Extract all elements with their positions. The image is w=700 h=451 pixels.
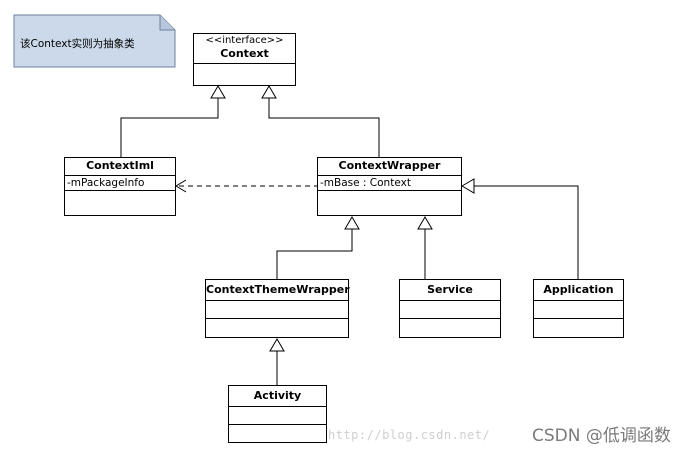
class-application: Application [533, 279, 624, 338]
class-context: <<interface>> Context [193, 33, 296, 86]
abstract-class-note: 该Context实则为抽象类 [14, 15, 175, 67]
application-generalization-arrowhead [461, 178, 475, 194]
class-contextwrapper-methods [318, 191, 461, 205]
class-contextiml-field: -mPackageInfo [65, 176, 175, 191]
mbase-dependency-arrowhead [175, 179, 187, 193]
contextwrapper-generalization-arrowhead [261, 85, 277, 99]
class-service-name: Service [400, 280, 500, 301]
class-activity-fields [229, 407, 326, 425]
contextiml-generalization-line [120, 98, 219, 157]
class-contextiml-methods [65, 191, 175, 205]
class-context-stereotype: <<interface>> [205, 35, 284, 46]
class-contextiml: ContextIml -mPackageInfo [64, 157, 176, 216]
class-activity-methods [229, 425, 326, 439]
service-generalization-arrowhead [417, 216, 433, 230]
class-contextthemewrapper-methods [206, 319, 348, 333]
class-contextthemewrapper-fields [206, 301, 348, 319]
contextiml-generalization-arrowhead [210, 85, 226, 99]
contextwrapper-generalization-line [268, 98, 380, 157]
class-service-methods [400, 319, 500, 333]
class-activity: Activity [228, 385, 327, 443]
note-shape [13, 14, 176, 68]
class-contextthemewrapper-name: ContextThemeWrapper [206, 280, 350, 301]
class-application-fields [534, 301, 623, 319]
watermark-url: http://blog.csdn.net/ [328, 428, 491, 442]
watermark-credit: CSDN @低调函数 [532, 426, 671, 446]
class-service: Service [399, 279, 501, 338]
class-application-methods [534, 319, 623, 333]
note-text: 该Context实则为抽象类 [20, 38, 135, 50]
class-service-fields [400, 301, 500, 319]
class-contextthemewrapper: ContextThemeWrapper [205, 279, 350, 338]
class-context-name: Context [220, 47, 269, 60]
contextthemewrapper-generalization-line [276, 229, 353, 279]
class-contextwrapper-field: -mBase : Context [318, 176, 461, 191]
class-activity-name: Activity [229, 386, 326, 407]
class-context-header: <<interface>> Context [194, 34, 295, 64]
class-contextiml-name: ContextIml [65, 158, 175, 176]
application-generalization-line [474, 185, 579, 279]
class-application-name: Application [534, 280, 623, 301]
contextthemewrapper-generalization-arrowhead [344, 216, 360, 230]
class-contextwrapper: ContextWrapper -mBase : Context [317, 157, 462, 216]
class-contextwrapper-name: ContextWrapper [318, 158, 461, 176]
activity-generalization-arrowhead [269, 338, 285, 352]
